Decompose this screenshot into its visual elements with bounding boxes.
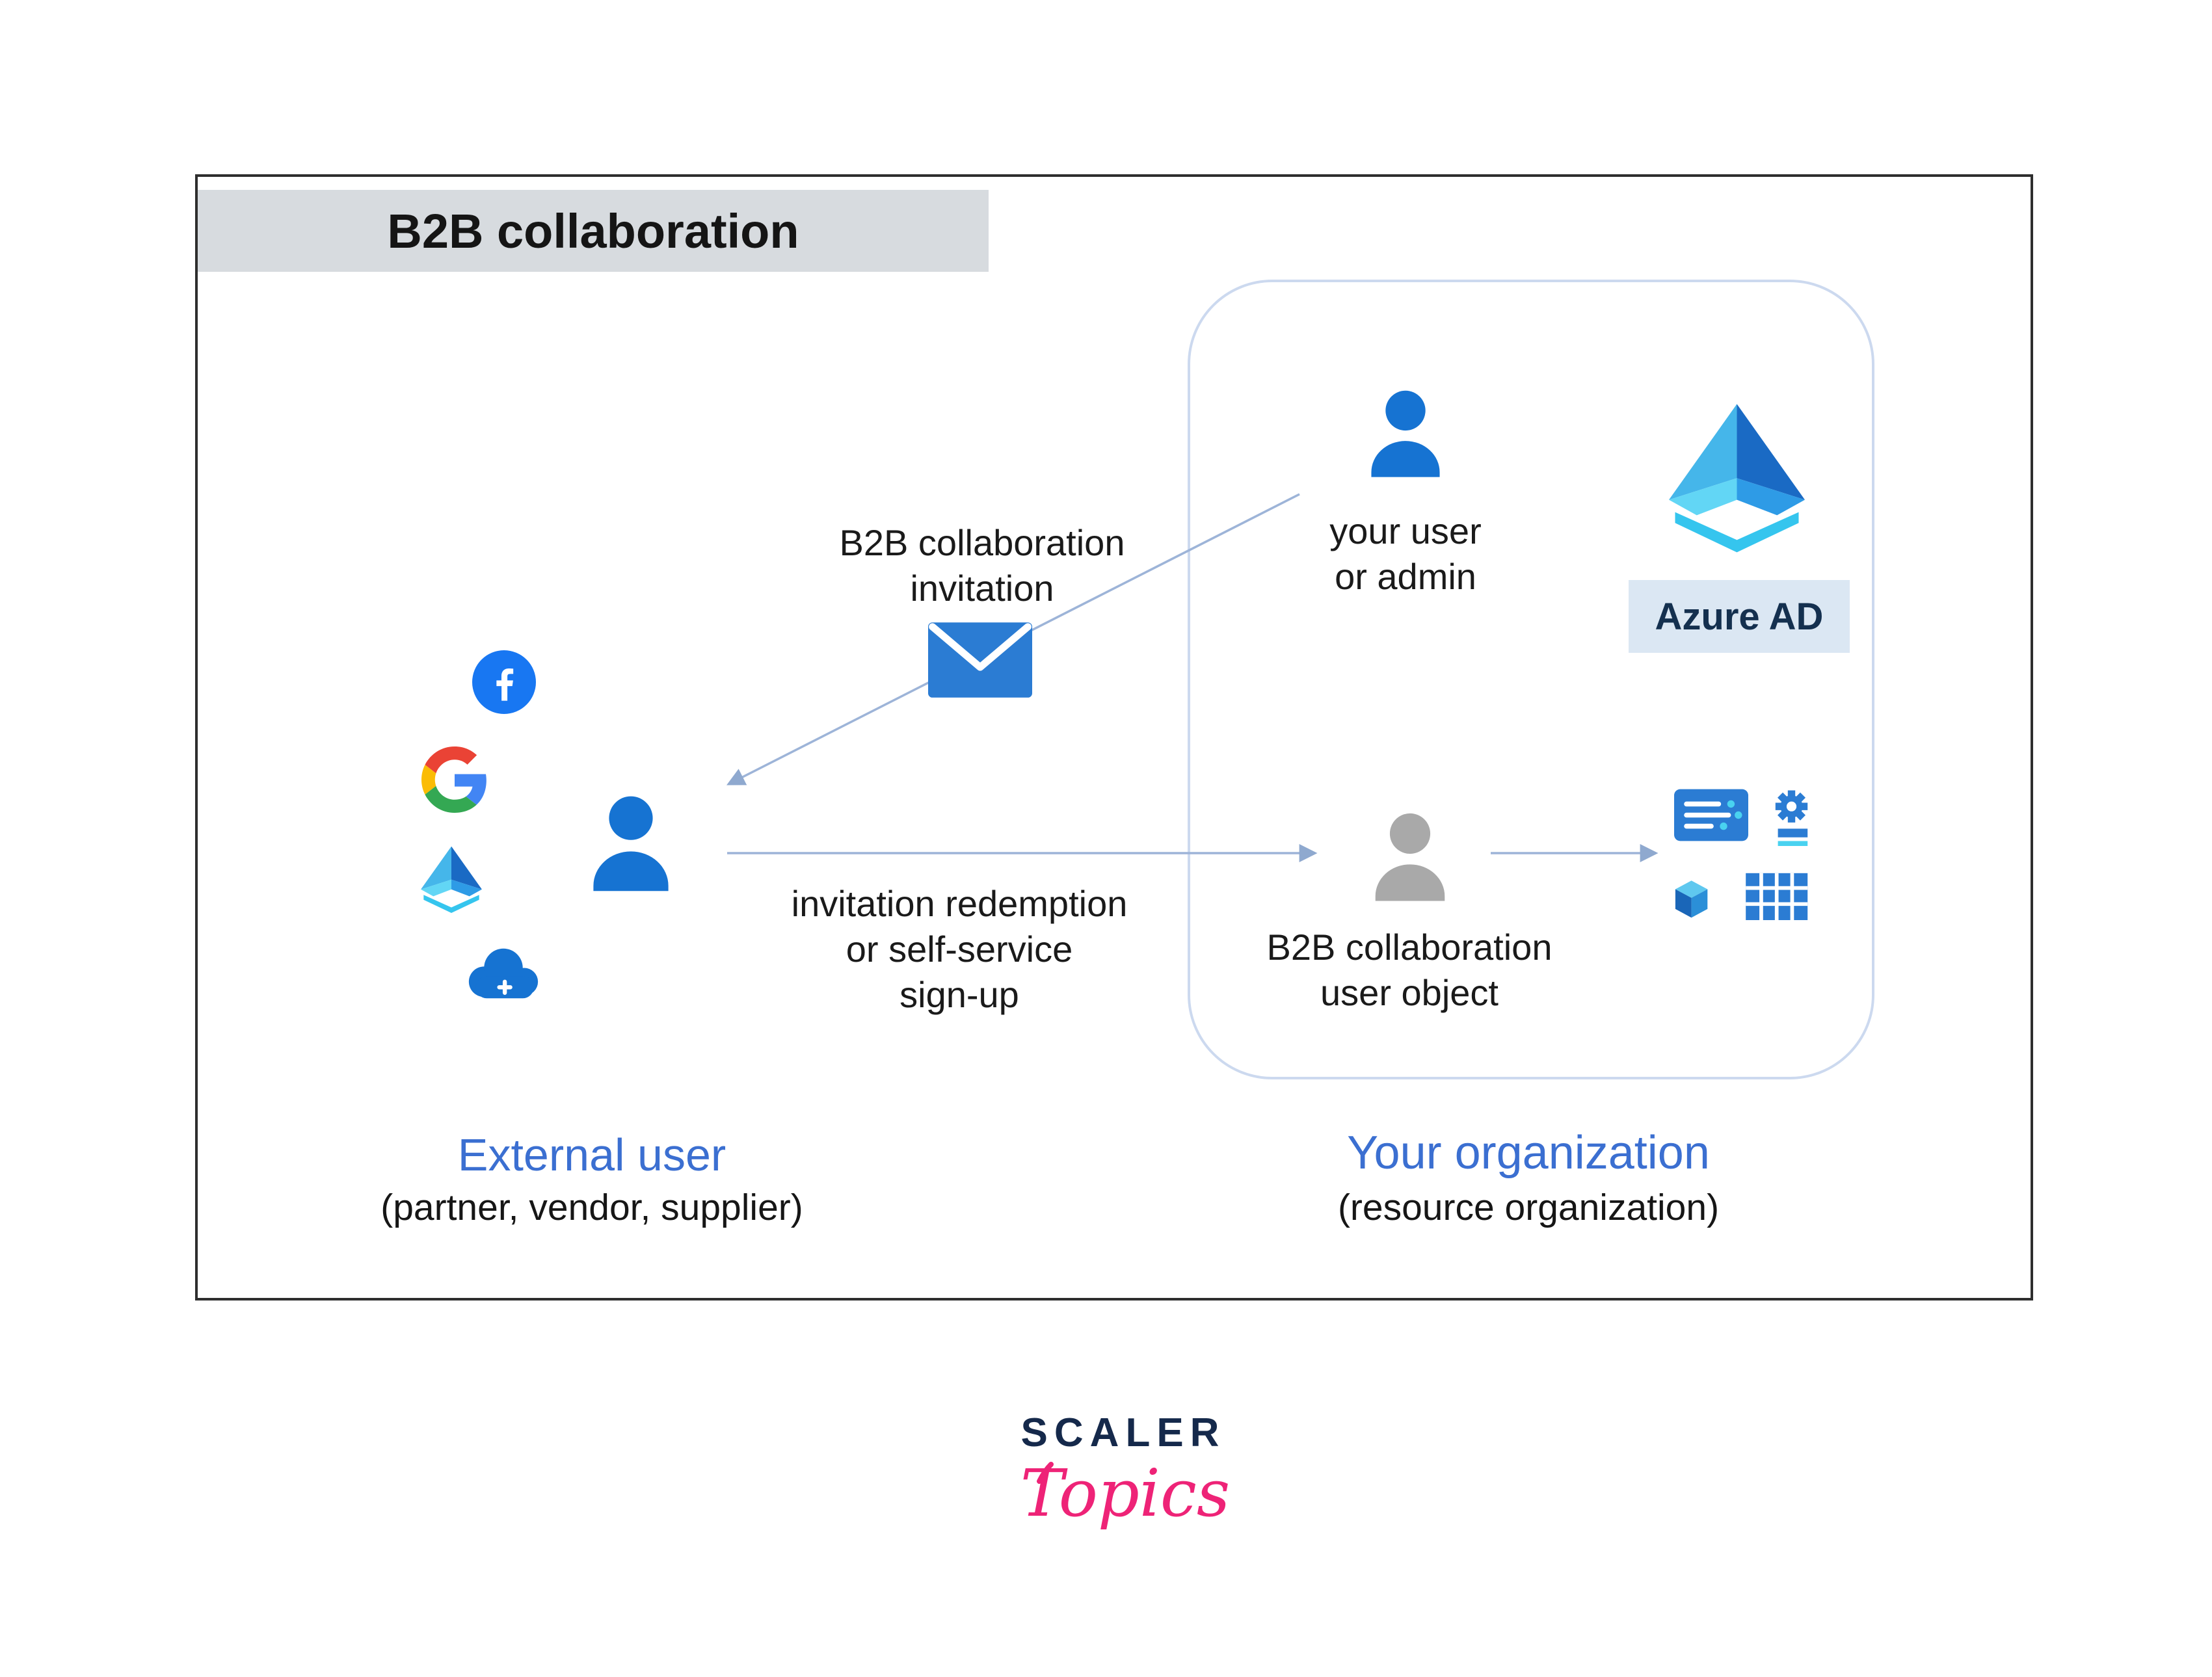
google-icon [421,746,488,813]
invitation-label: B2B collaboration invitation [839,522,1125,609]
scaler-logo-wordmark: SCALER [1020,1410,1226,1455]
external-user-icon [579,790,683,894]
organization-boundary [1188,280,1874,1079]
b2b-user-object-icon [1362,808,1458,904]
your-user-icon [1358,385,1453,480]
diagram-title: B2B collaboration [387,204,799,258]
your-user-label: your user or admin [1329,510,1482,597]
azure-resources-icon [1674,788,1822,929]
azure-ad-logo [1644,390,1830,575]
azure-ad-small-icon [410,843,493,921]
redemption-label: invitation redemption or self-service si… [791,883,1128,1015]
azure-ad-label: Azure AD [1655,595,1824,638]
external-user-subtitle: (partner, vendor, supplier) [380,1187,803,1228]
external-user-title: External user [457,1129,726,1180]
diagram-title-bar: B2B collaboration [198,190,989,272]
organization-title: Your organization [1347,1127,1710,1179]
cloud-add-icon [459,942,548,1005]
azure-ad-label-box: Azure AD [1629,580,1850,653]
logo-flourish-icon [1032,1460,1058,1486]
envelope-icon [928,622,1032,698]
facebook-icon [472,650,536,714]
scaler-logo-topics: Topics [1020,1455,1231,1531]
organization-subtitle: (resource organization) [1337,1187,1720,1228]
user-object-label: B2B collaboration user object [1266,927,1552,1013]
